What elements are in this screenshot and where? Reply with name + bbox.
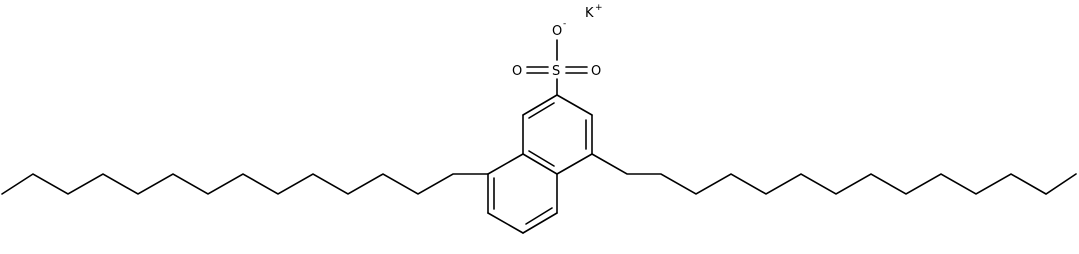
oxygen-left-label: O [512, 64, 522, 79]
potassium-positive-charge: + [595, 3, 603, 13]
left-tetradecyl-chain [1, 173, 489, 195]
oxygen-top-label: O [552, 24, 562, 39]
oxygen-negative-charge: - [563, 19, 566, 29]
sulfur-atom-label: S [552, 64, 560, 79]
potassium-atom-label: K [585, 6, 594, 21]
sulfonate-group: S O O O - [512, 19, 601, 96]
naphthalene-ring [487, 94, 593, 234]
right-tetradecyl-chain [591, 153, 1077, 195]
potassium-ion: K + [585, 3, 603, 21]
oxygen-right-label: O [591, 64, 601, 79]
